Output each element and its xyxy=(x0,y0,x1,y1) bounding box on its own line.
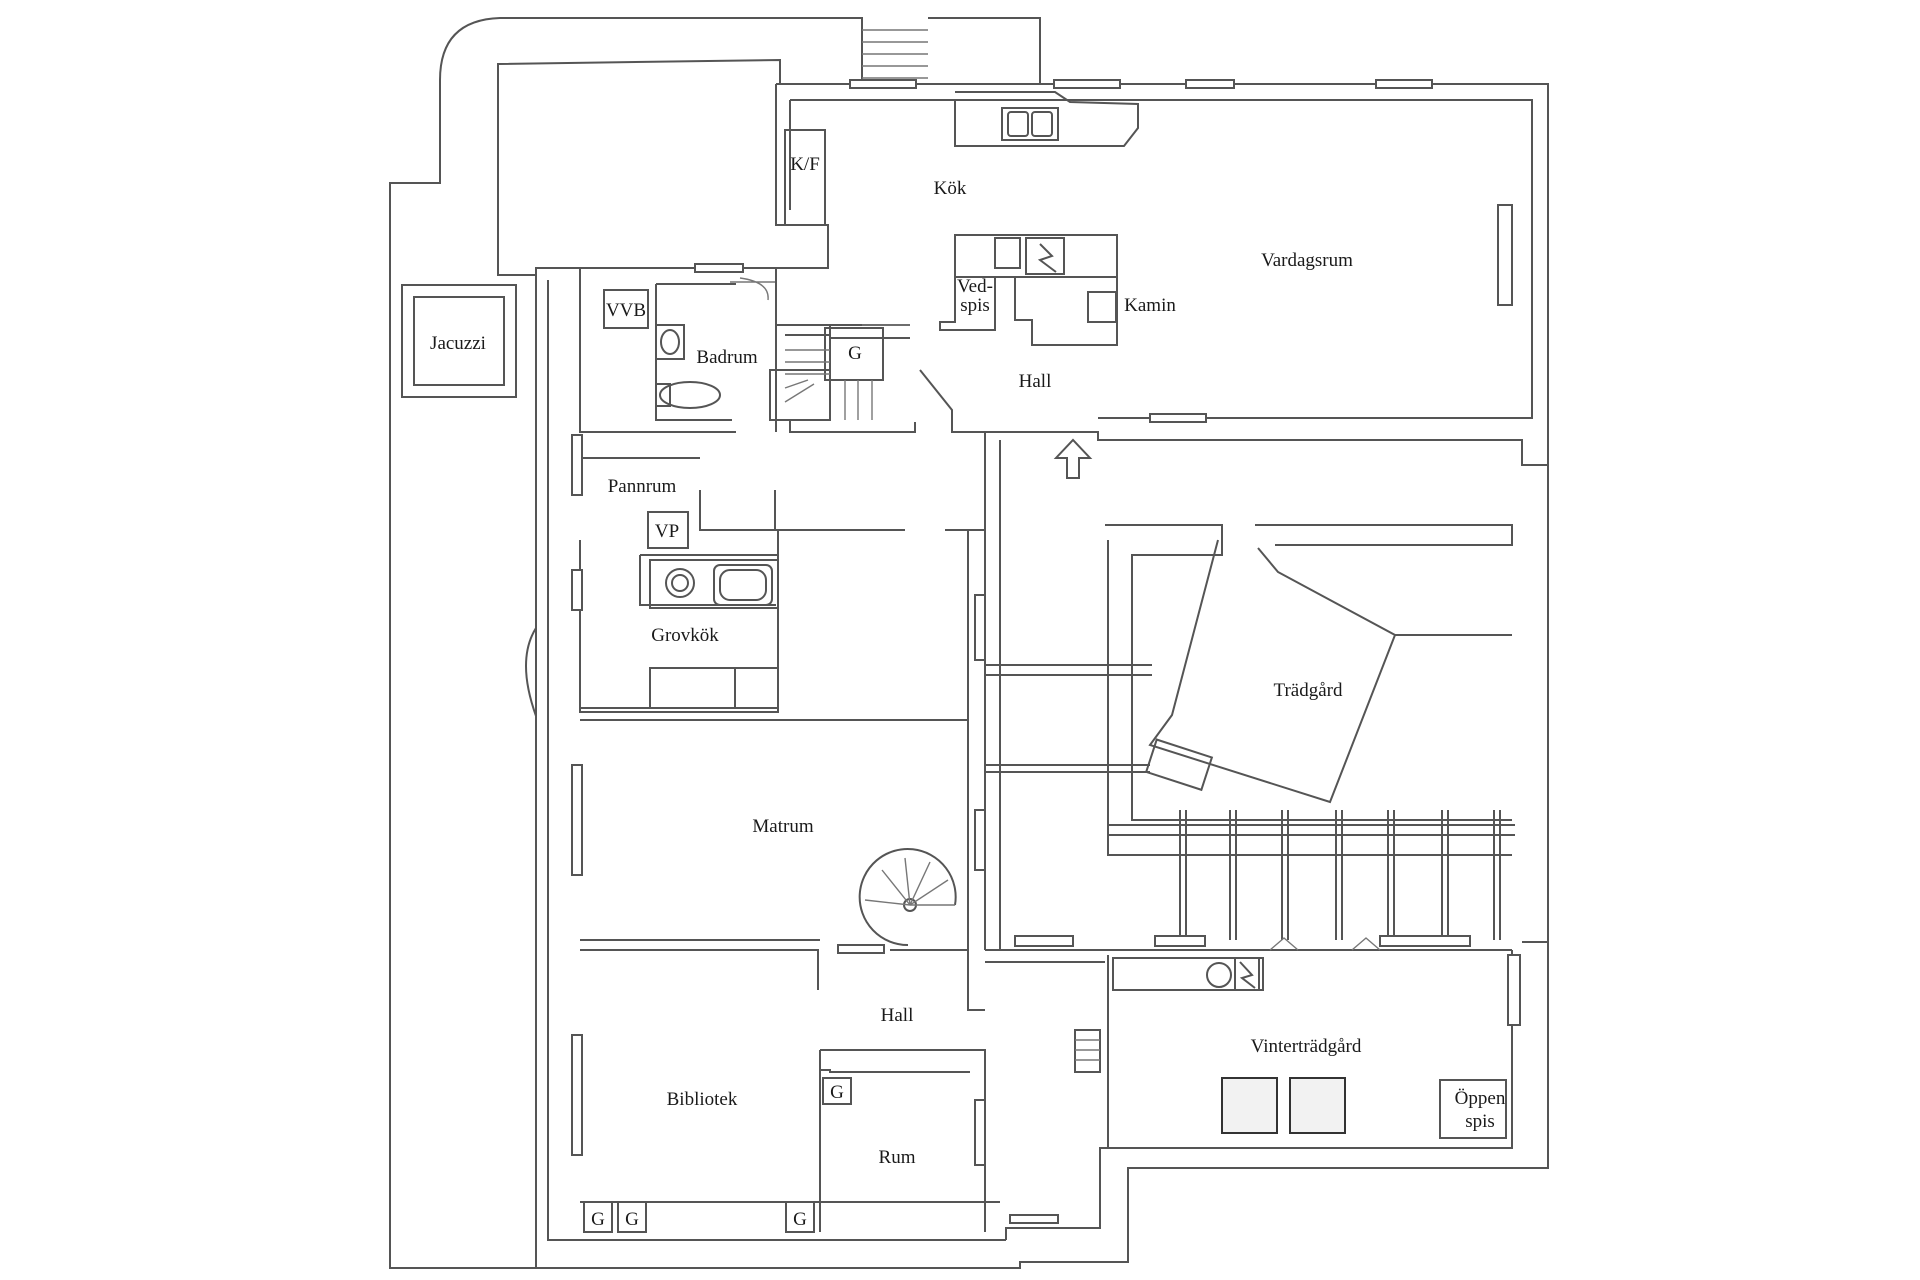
interior-walls xyxy=(579,268,1512,1232)
jacuzzi xyxy=(401,284,517,398)
staircase xyxy=(784,334,873,421)
label-kok: Kök xyxy=(934,178,967,199)
garden-structures xyxy=(985,524,1513,856)
toilet-icon xyxy=(655,381,721,409)
label-g-bib-1: G xyxy=(591,1209,605,1230)
label-bibliotek: Bibliotek xyxy=(667,1089,738,1110)
entrance-arrow-icon xyxy=(1053,438,1093,479)
label-hall-lower: Hall xyxy=(881,1005,914,1026)
label-hall-upper: Hall xyxy=(1019,371,1052,392)
label-rum: Rum xyxy=(879,1147,916,1168)
label-pannrum: Pannrum xyxy=(608,476,677,497)
label-g-stair: G xyxy=(848,343,862,364)
spiral-stair-icon xyxy=(858,848,957,947)
vintertradgard-fixtures xyxy=(1112,957,1507,1139)
label-grovkok: Grovkök xyxy=(651,625,719,646)
pannrum-fixtures xyxy=(647,511,779,709)
label-vp: VP xyxy=(655,521,679,542)
bathroom-fixtures xyxy=(603,289,721,409)
terrace-outline xyxy=(389,17,1041,1269)
pergola xyxy=(1108,810,1515,940)
label-spis-2: spis xyxy=(1465,1111,1495,1132)
label-kf: K/F xyxy=(790,154,820,175)
label-tradgard: Trädgård xyxy=(1274,680,1343,701)
label-vardagsrum: Vardagsrum xyxy=(1261,250,1353,271)
sink-icon xyxy=(665,568,695,598)
kitchen-counters xyxy=(784,91,1139,346)
label-oppen: Öppen xyxy=(1455,1088,1506,1109)
label-vintertradgard: Vinterträdgård xyxy=(1251,1036,1362,1057)
building-walls xyxy=(535,83,1549,1269)
windows xyxy=(571,79,1521,1224)
label-jacuzzi: Jacuzzi xyxy=(430,333,486,354)
label-g-rum: G xyxy=(830,1082,844,1103)
room-labels: Kök K/F Vardagsrum Ved- spis Kamin Hall … xyxy=(430,154,1506,1168)
label-g-bib-3: G xyxy=(793,1209,807,1230)
stair-steps-vinter xyxy=(1074,1029,1101,1073)
label-vvb: VVB xyxy=(606,300,646,321)
label-ved: Ved- xyxy=(957,276,993,297)
closet-boxes: G G G G xyxy=(583,1077,852,1233)
bathtub-icon xyxy=(713,564,773,606)
label-badrum: Badrum xyxy=(696,347,757,368)
label-matrum: Matrum xyxy=(752,816,813,837)
label-kamin: Kamin xyxy=(1124,295,1176,316)
label-g-bib-2: G xyxy=(625,1209,639,1230)
doors xyxy=(730,277,1381,951)
label-spis: spis xyxy=(960,295,990,316)
